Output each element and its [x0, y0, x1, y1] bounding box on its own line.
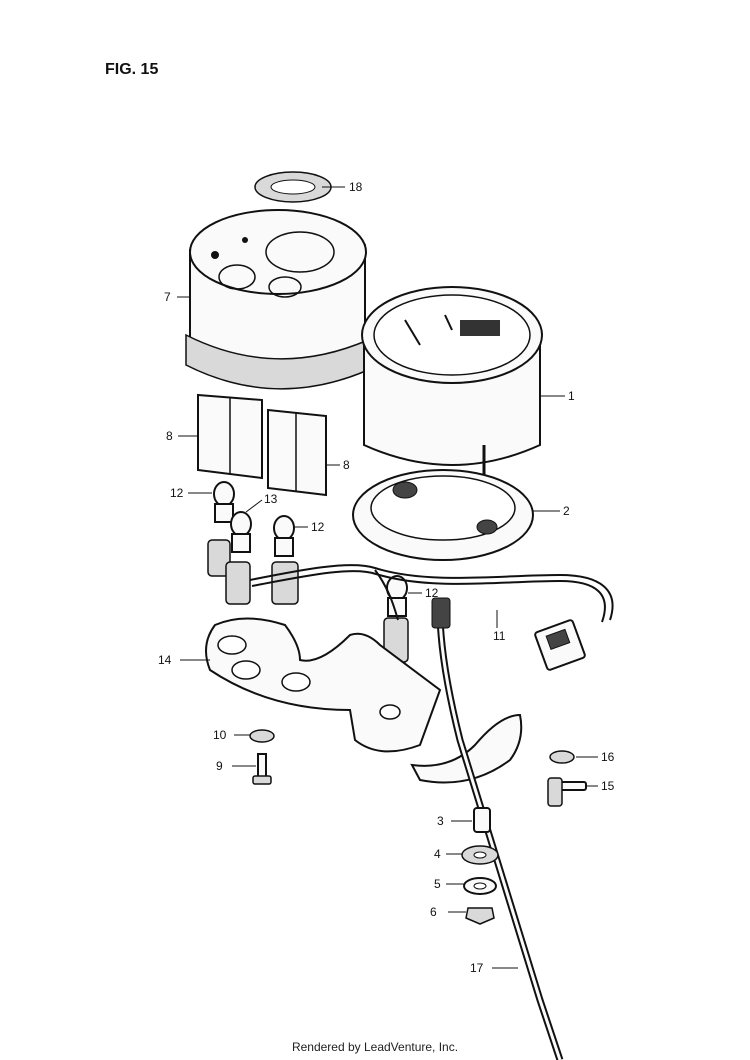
callout-15: 15 — [601, 779, 615, 793]
callout-8-right: 8 — [343, 458, 350, 472]
callout-14: 14 — [158, 653, 172, 667]
callout-1: 1 — [568, 389, 575, 403]
callout-4: 4 — [434, 847, 441, 861]
part-4-washer — [461, 845, 499, 865]
callout-10: 10 — [213, 728, 227, 742]
part-5-washer — [463, 877, 497, 895]
part-8-boot-left — [197, 393, 263, 480]
callout-12-left: 12 — [170, 486, 184, 500]
callout-16: 16 — [601, 750, 615, 764]
callout-12-mid: 12 — [311, 520, 325, 534]
callout-9: 9 — [216, 759, 223, 773]
footer-credit: Rendered by LeadVenture, Inc. — [291, 1040, 459, 1054]
callout-2: 2 — [563, 504, 570, 518]
part-11-harness — [249, 564, 614, 671]
callout-3: 3 — [437, 814, 444, 828]
callout-17: 17 — [470, 961, 484, 975]
part-12-bulb-c — [386, 575, 408, 617]
leader-lines — [177, 186, 598, 969]
callout-13: 13 — [264, 492, 278, 506]
part-7-meter-case — [185, 209, 369, 390]
part-15-bolt — [547, 777, 587, 807]
callout-11: 11 — [493, 629, 506, 643]
figure-title: FIG. 15 — [105, 61, 158, 78]
callout-18: 18 — [349, 180, 363, 194]
part-10-washer — [249, 729, 275, 743]
part-3-collar — [473, 807, 491, 833]
callout-6: 6 — [430, 905, 437, 919]
callout-5: 5 — [434, 877, 441, 891]
part-18-plate — [254, 171, 332, 203]
part-2-cushion — [352, 469, 534, 561]
part-12-bulb-a — [213, 481, 235, 523]
callout-8-left: 8 — [166, 429, 173, 443]
part-8-boot-right — [267, 408, 327, 497]
part-1-meter — [361, 286, 543, 488]
part-16-washer — [549, 750, 575, 764]
part-9-screw — [252, 753, 272, 785]
callout-7: 7 — [164, 290, 171, 304]
callout-12-right: 12 — [425, 586, 439, 600]
part-14-bracket — [205, 617, 442, 753]
part-6-nut — [465, 907, 495, 925]
part-13-bulb — [230, 511, 252, 553]
part-17-cable — [431, 597, 564, 1060]
part-12-bulb-b — [273, 515, 295, 557]
